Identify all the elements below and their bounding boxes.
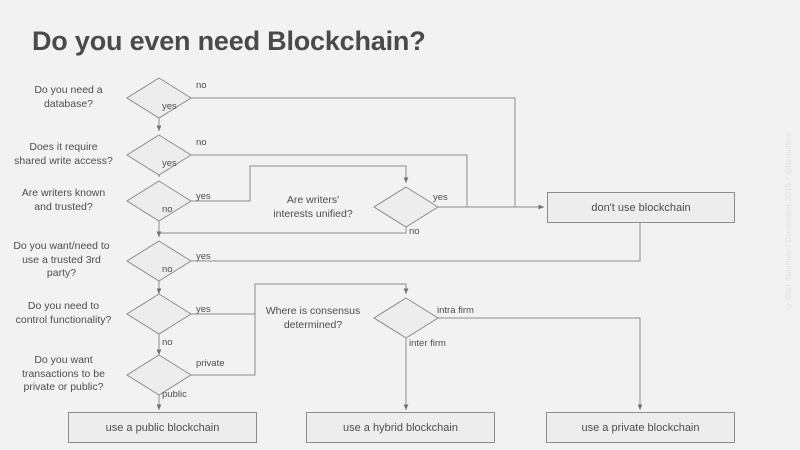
edge-d6-private — [191, 284, 256, 376]
edge-d1-no — [191, 97, 516, 207]
edge-label-d2-yes: yes — [162, 158, 177, 169]
decision-node-interests-unified[interactable] — [373, 186, 439, 228]
edge-label-d7-no: no — [409, 226, 420, 237]
copyright-credit: © Bart Suichies / December 2015 / @bsuic… — [784, 132, 793, 311]
edge-d4-yes — [191, 208, 641, 262]
edge-label-d5-yes: yes — [196, 304, 211, 315]
decision-label-consensus-determined: Where is consensus determined? — [265, 305, 361, 331]
terminal-dont-use-blockchain[interactable]: don't use blockchain — [547, 192, 735, 223]
edge-label-d1-yes: yes — [162, 101, 177, 112]
edge-label-d3-yes: yes — [196, 191, 211, 202]
edge-label-d5-no: no — [162, 337, 173, 348]
edge-d3-yes — [191, 165, 409, 202]
decision-node-shared-write-access[interactable] — [126, 134, 192, 176]
edge-d2-no — [191, 154, 468, 207]
edge-label-d8-inter-firm: inter firm — [409, 338, 446, 349]
decision-label-control-functionality: Do you need to control functionality? — [15, 300, 112, 326]
edge-label-d8-intra-firm: intra firm — [437, 305, 474, 316]
terminal-use-private-blockchain[interactable]: use a private blockchain — [546, 412, 735, 443]
decision-label-writers-known-trusted: Are writers known and trusted? — [21, 187, 106, 213]
edge-d7-no — [159, 227, 407, 234]
decision-node-consensus-determined[interactable] — [373, 297, 439, 339]
decision-node-control-functionality[interactable] — [126, 293, 192, 335]
edge-d8-intra-firm — [438, 317, 643, 411]
decision-node-trusted-third-party[interactable] — [126, 240, 192, 282]
terminal-use-public-blockchain[interactable]: use a public blockchain — [68, 412, 257, 443]
edge-label-d4-no: no — [162, 264, 173, 275]
edge-label-d6-public: public — [162, 389, 187, 400]
decision-label-database: Do you need a database? — [34, 84, 103, 110]
edge-label-d4-yes: yes — [196, 251, 211, 262]
edge-label-d6-private: private — [196, 358, 225, 369]
decision-node-private-or-public[interactable] — [126, 354, 192, 396]
decision-label-private-or-public: Do you want transactions to be private o… — [22, 354, 105, 393]
decision-node-writers-known-trusted[interactable] — [126, 180, 192, 222]
edge-label-d1-no: no — [196, 80, 207, 91]
edge-label-d3-no: no — [162, 204, 173, 215]
decision-node-database[interactable] — [126, 77, 192, 119]
page-title: Do you even need Blockchain? — [32, 26, 426, 56]
decision-label-interests-unified: Are writers' interests unified? — [273, 194, 353, 220]
edge-label-d7-yes: yes — [433, 192, 448, 203]
decision-label-shared-write-access: Does it require shared write access? — [14, 141, 113, 167]
edge-label-d2-no: no — [196, 137, 207, 148]
terminal-use-hybrid-blockchain[interactable]: use a hybrid blockchain — [306, 412, 495, 443]
decision-label-trusted-third-party: Do you want/need to use a trusted 3rd pa… — [13, 240, 110, 279]
